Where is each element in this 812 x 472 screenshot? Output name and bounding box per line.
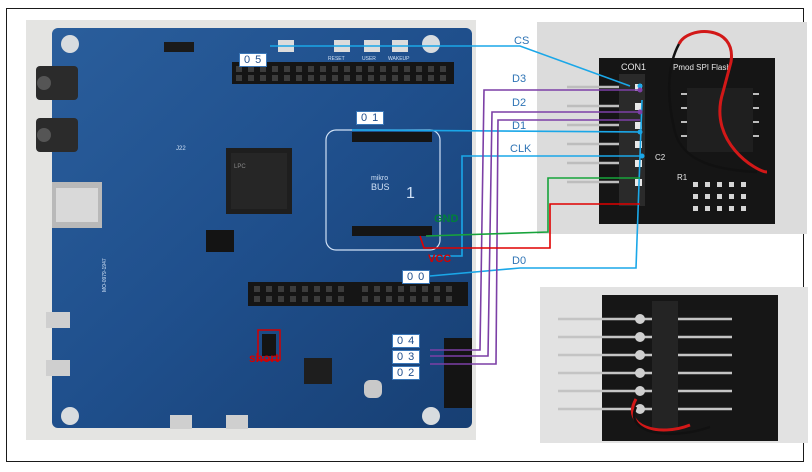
- mounting-hole: [61, 407, 79, 425]
- label-clk: CLK: [510, 143, 532, 155]
- r1-label: R1: [677, 173, 688, 182]
- rework-wire: [677, 30, 768, 174]
- label-d3: D3: [512, 73, 527, 85]
- wire-gnd: [425, 177, 640, 237]
- rework-wire-black: [667, 43, 758, 174]
- short-highlight-box: [257, 329, 281, 361]
- wire-d3: [430, 89, 640, 351]
- label-d2: D2: [512, 97, 527, 109]
- crystal: [364, 380, 382, 398]
- mikrobus-number: 1: [406, 185, 415, 202]
- pin-box-04: 0 4: [392, 334, 421, 348]
- usb-connector: [46, 312, 70, 328]
- jumper-header: [164, 42, 194, 52]
- usb-connector: [170, 415, 192, 429]
- mikrobus-text-1: mikro: [371, 175, 388, 182]
- label-cs: CS: [514, 35, 530, 47]
- label-vcc: VCC: [428, 253, 452, 265]
- btn-label-reset: RESET: [328, 56, 345, 62]
- j-label: J22: [176, 146, 186, 152]
- pin-box-00: 0 0: [402, 270, 431, 284]
- wire-vcc: [419, 203, 640, 249]
- board-id-text: MO-0979-1947: [102, 258, 108, 292]
- header-bottom: [248, 282, 468, 306]
- con1-label: CON1: [621, 62, 646, 72]
- dev-board-photo: RESET USER WAKEUP LPC mikro BUS 1 MO-097…: [26, 20, 476, 440]
- pcb-board: [52, 28, 472, 428]
- wire-cs: [270, 45, 631, 87]
- label-d1: D1: [512, 120, 527, 132]
- ic-chip: [304, 358, 332, 384]
- label-short: short: [249, 351, 279, 365]
- push-buttons: [278, 40, 408, 52]
- mcu-marking: LPC: [234, 164, 246, 170]
- wire-clk: [430, 155, 642, 257]
- wire-d0: [429, 99, 643, 277]
- module-title: Pmod SPI Flash: [673, 63, 731, 72]
- pin-box-01: 0 1: [356, 111, 385, 125]
- mounting-hole: [422, 407, 440, 425]
- via-grid: [693, 182, 746, 211]
- audio-jack: [36, 66, 78, 100]
- mikrobus-header-bottom: [352, 226, 432, 236]
- mounting-hole: [422, 35, 440, 53]
- pin-header-back: [652, 301, 678, 429]
- mikrobus-text-2: BUS: [371, 182, 390, 192]
- pin-box-05: 0 5: [239, 53, 268, 67]
- btn-label-wakeup: WAKEUP: [388, 56, 410, 62]
- usb-connector: [46, 360, 70, 376]
- btn-label-user: USER: [362, 56, 376, 62]
- audio-jack: [36, 118, 78, 152]
- mikrobus-header-top: [352, 132, 432, 142]
- usb-connector: [226, 415, 248, 429]
- pmod-header-photo: [540, 287, 808, 443]
- jumper-block: [206, 230, 234, 252]
- label-d0: D0: [512, 255, 527, 267]
- pmod-module-photo: CON1 Pmod SPI Flash C2 R1: [537, 22, 807, 234]
- label-gnd: GND: [434, 213, 459, 225]
- wire-d1: [351, 129, 641, 133]
- pin-box-02: 0 2: [392, 366, 421, 380]
- mounting-hole: [61, 35, 79, 53]
- c2-label: C2: [655, 153, 666, 162]
- wire-d-extra: [430, 119, 640, 365]
- pin-box-03: 0 3: [392, 350, 421, 364]
